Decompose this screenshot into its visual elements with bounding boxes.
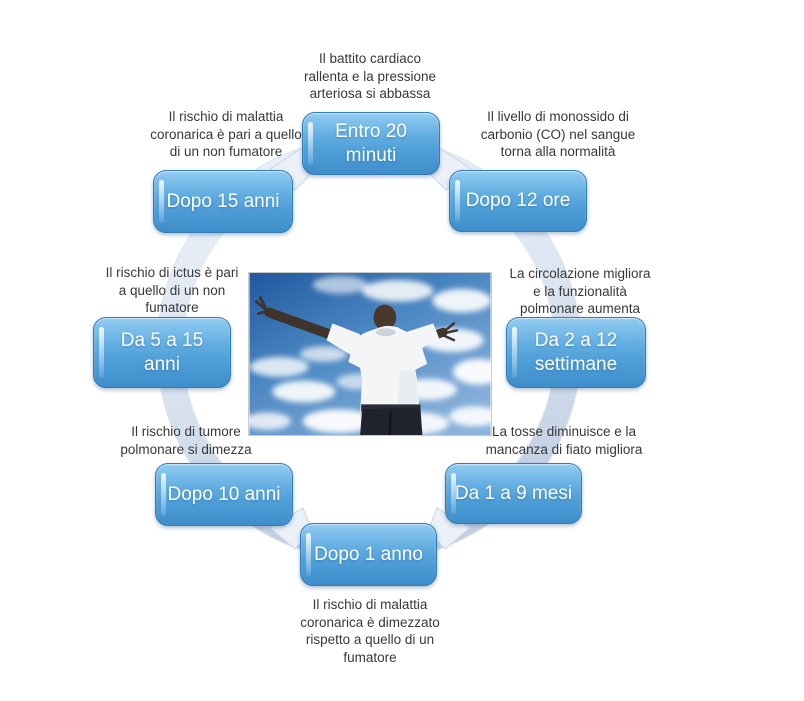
description-da-1-a-9-mesi: La tosse diminuisce e la mancanza di fia… [485, 424, 643, 457]
node-dopo-1-anno: Dopo 1 anno [300, 523, 437, 586]
node-da-5-a-15-anni: Da 5 a 15 anni [93, 317, 231, 388]
description-dopo-10-anni: Il rischio di tumore polmonare si dimezz… [120, 424, 252, 457]
description-da-5-a-15-anni: Il rischio di ictus è pari a quello di u… [105, 265, 239, 316]
description-entro-20-minuti: Il battito cardiaco rallenta e la pressi… [303, 51, 437, 102]
node-dopo-12-ore: Dopo 12 ore [449, 170, 587, 232]
node-entro-20-minuti: Entro 20 minuti [302, 112, 440, 175]
node-dopo-10-anni: Dopo 10 anni [155, 463, 293, 526]
man-open-arms [254, 296, 459, 435]
center-photo [248, 272, 492, 436]
node-da-1-a-9-mesi: Da 1 a 9 mesi [445, 463, 582, 524]
node-da-2-a-12-settimane: Da 2 a 12 settimane [506, 317, 646, 388]
description-dopo-15-anni: Il rischio di malattia coronarica è pari… [150, 109, 302, 160]
description-da-2-a-12-settimane: La circolazione migliora e la funzionali… [509, 266, 651, 317]
description-dopo-1-anno: Il rischio di malattia coronarica è dime… [300, 597, 440, 665]
description-dopo-12-ore: Il livello di monossido di carbonio (CO)… [480, 109, 636, 160]
node-dopo-15-anni: Dopo 15 anni [153, 170, 293, 233]
